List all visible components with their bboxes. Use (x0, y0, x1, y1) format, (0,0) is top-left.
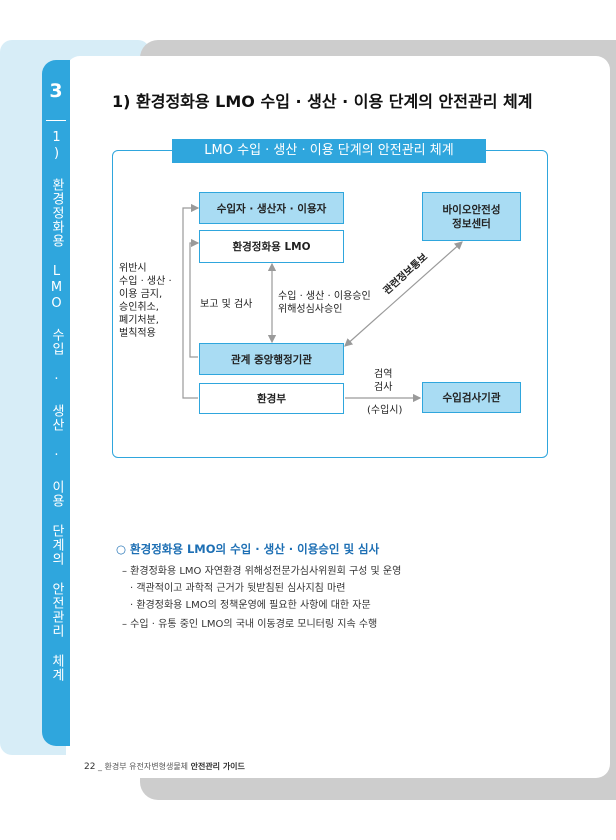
ministry-box: 환경부 (199, 383, 344, 414)
chapter-number: 3 (49, 80, 63, 102)
page-number: 22 (84, 762, 96, 772)
page-sheet (66, 56, 610, 778)
inspection-agency-box: 수입검사기관 (422, 382, 521, 413)
page-footer: 22 _ 환경부 유전자변형생물체 안전관리 가이드 (84, 761, 245, 772)
footer-text: _ 환경부 유전자변형생물체 (98, 762, 189, 771)
report-inspect-label: 보고 및 검사 (200, 299, 253, 310)
quarantine-label: 검역 검사 (374, 368, 392, 394)
violation-line: 벌칙적용 (119, 328, 156, 339)
quarantine-line: 검사 (374, 382, 393, 393)
bullet-heading: ○ 환경정화용 LMO의 수입 · 생산 · 이용승인 및 심사 (116, 542, 380, 556)
bullet-item: – 수입 · 유통 중인 LMO의 국내 이동경로 모니터링 지속 수행 (122, 619, 378, 630)
biosafety-line1: 바이오안전성 (442, 203, 501, 216)
chapter-tab-text: 1) 환경정화용 LMO 수입 · 생산 · 이용 단계의 안전관리 체계 (49, 130, 64, 682)
footer-bold-text: 안전관리 가이드 (190, 762, 245, 771)
approval-line: 수입 · 생산 · 이용승인 (278, 291, 371, 302)
on-import-label: (수입시) (367, 405, 403, 416)
section-title: 1) 환경정화용 LMO 수입 · 생산 · 이용 단계의 안전관리 체계 (112, 92, 533, 111)
violation-line: 승인취소, (119, 302, 159, 313)
chapter-tab (42, 60, 70, 746)
lmo-box: 환경정화용 LMO (199, 230, 344, 263)
violation-label: 위반시 수입 · 생산 · 이용 금지, 승인취소, 폐기처분, 벌칙적용 (119, 262, 172, 340)
biosafety-center-box: 바이오안전성 정보센터 (422, 192, 521, 241)
approval-line: 위해성심사승인 (278, 304, 343, 315)
bullet-item: – 환경정화용 LMO 자연환경 위해성전문가심사위원회 구성 및 운영 (122, 566, 402, 577)
violation-line: 이용 금지, (119, 289, 163, 300)
violation-line: 수입 · 생산 · (119, 276, 172, 287)
quarantine-line: 검역 (374, 369, 393, 380)
approval-label: 수입 · 생산 · 이용승인 위해성심사승인 (278, 290, 371, 316)
biosafety-line2: 정보센터 (452, 217, 491, 230)
violation-line: 위반시 (119, 263, 147, 274)
diagram-title: LMO 수입 · 생산 · 이용 단계의 안전관리 체계 (172, 139, 486, 163)
agency-box: 관계 중앙행정기관 (199, 343, 344, 375)
bullet-item: · 환경정화용 LMO의 정책운영에 필요한 사항에 대한 자문 (130, 600, 371, 611)
violation-line: 폐기처분, (119, 315, 159, 326)
chapter-tab-divider (46, 120, 66, 121)
importer-box: 수입자 · 생산자 · 이용자 (199, 192, 344, 224)
bullet-item: · 객관적이고 과학적 근거가 뒷받침된 심사지침 마련 (130, 583, 346, 594)
